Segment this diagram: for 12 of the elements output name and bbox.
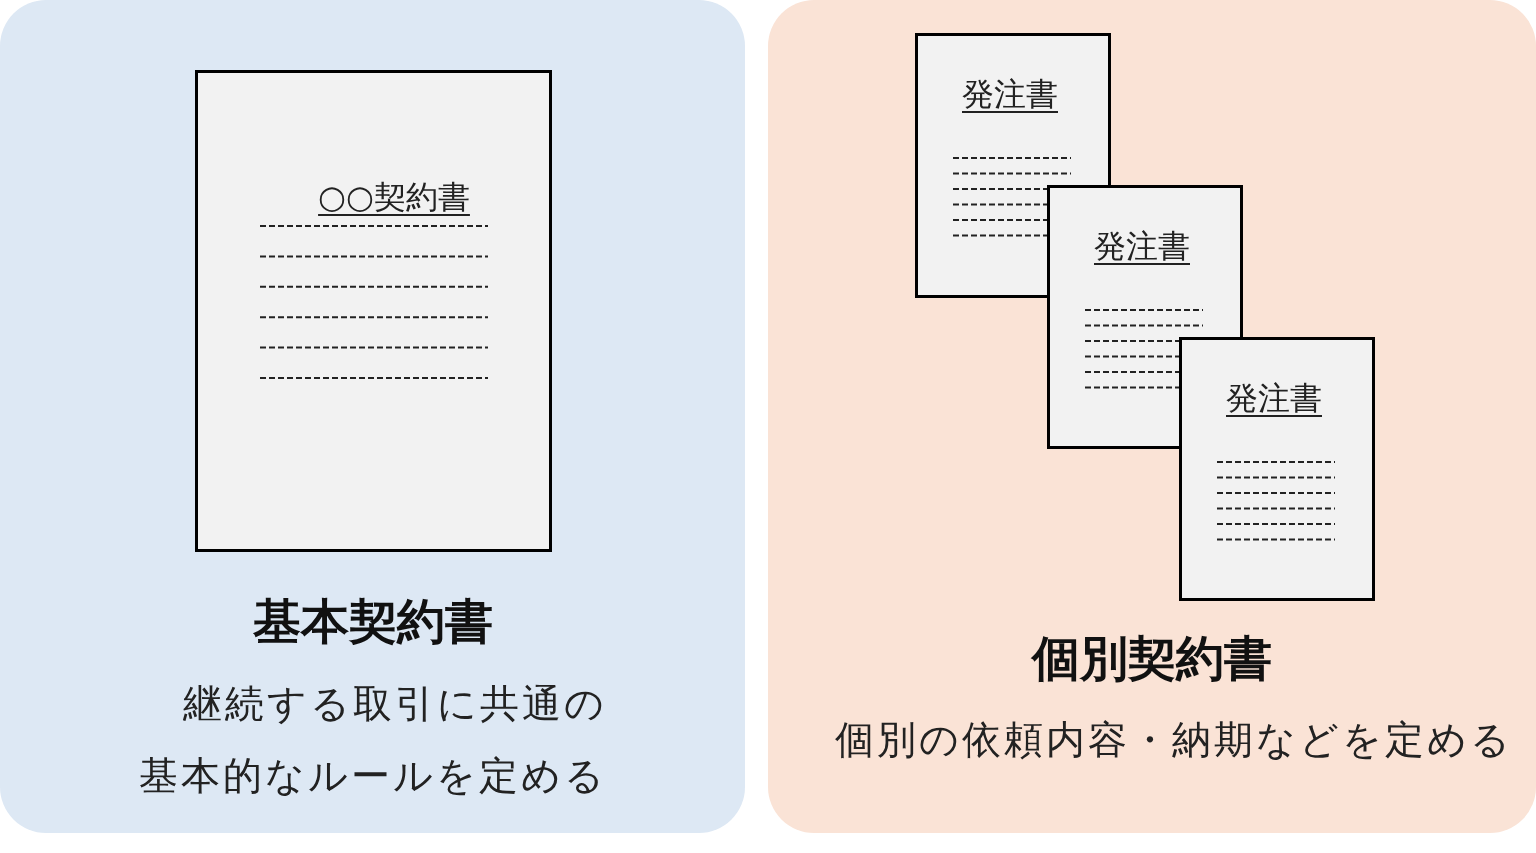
document-title: 発注書 <box>1226 378 1322 419</box>
document-title: 発注書 <box>962 74 1058 115</box>
description-text: 継続する取引に共通の基本的なルールを定める <box>137 680 608 800</box>
panel <box>768 0 1536 833</box>
panel-title: 基本契約書 <box>251 592 494 651</box>
document-sheet <box>1179 337 1375 601</box>
document-sheet <box>195 70 552 552</box>
document-title: 発注書 <box>1094 226 1190 267</box>
document-title: ○○契約書 <box>318 177 470 218</box>
panel <box>0 0 745 833</box>
panel-title: 個別契約書 <box>1030 629 1273 688</box>
description-text: 個別の依頼内容・納期などを定める <box>834 716 1514 764</box>
